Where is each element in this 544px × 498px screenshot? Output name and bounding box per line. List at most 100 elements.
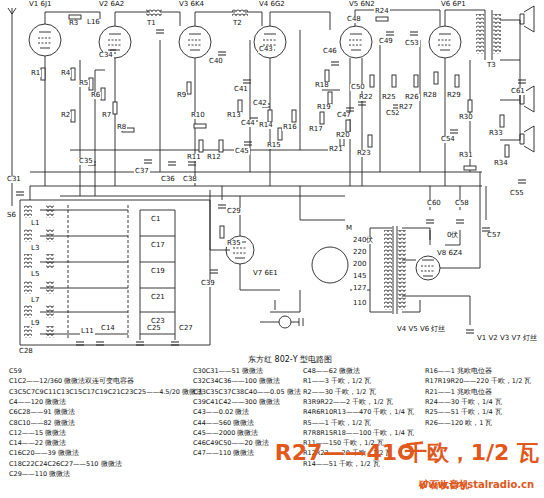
watermark: www.crystalradio.cn — [418, 480, 535, 491]
parts-list-line: C39C41C42——300 微微法 — [192, 399, 281, 406]
component-label: C55 — [509, 190, 525, 197]
component-label: C1 — [150, 216, 161, 223]
component-label: C35 — [78, 158, 94, 165]
resistor-symbol — [414, 75, 418, 87]
component-label: R30 — [458, 114, 474, 121]
capacitor-symbol — [210, 270, 218, 273]
parts-list-line: R4R6R10R13——470 千欧，1/4 瓦 — [302, 409, 415, 416]
capacitor-symbol — [156, 30, 164, 33]
component-label: L11 — [80, 328, 95, 335]
tube-label: V4 6G2 — [258, 1, 286, 8]
resistor-symbol — [268, 110, 272, 122]
tube-label: V3 6K4 — [178, 1, 205, 8]
component-label: L9 — [30, 320, 40, 327]
component-label: 110 — [352, 300, 367, 307]
resistor-symbol — [292, 110, 296, 122]
capacitor-symbol — [144, 160, 152, 163]
component-label: R28 — [422, 92, 438, 99]
resistor-symbol — [320, 112, 324, 124]
component-label: C60 — [426, 200, 442, 207]
capacitor-symbol — [386, 32, 394, 35]
component-label: C53 — [404, 40, 420, 47]
parts-list-line: C47——110 微微法 — [192, 450, 255, 457]
resistor-symbol — [71, 68, 75, 80]
component-label: C39 — [200, 280, 216, 287]
diagram-title: 东方红 802-Y 型电路图 — [247, 356, 333, 364]
capacitor-symbol — [16, 192, 24, 195]
component-label: R24 — [374, 8, 390, 15]
parts-list-line: R2——30 千欧，1/2 瓦 — [302, 389, 377, 396]
resistor-symbol — [199, 140, 203, 152]
parts-list-line: R16——1 兆欧电位器 — [424, 368, 493, 375]
parts-list-line: R26——120 欧，1 瓦 — [424, 420, 493, 427]
capacitor-symbol — [331, 62, 339, 65]
parts-list-line: C29——110 微微法 — [8, 471, 71, 478]
component-label: R20 — [335, 132, 351, 139]
speakers — [520, 6, 534, 152]
resistor-symbol — [368, 135, 372, 147]
parts-list-line: R25——51 千欧，1/4 瓦 — [424, 409, 503, 416]
resistor-symbol — [113, 102, 117, 114]
component-label: R13 — [226, 112, 242, 119]
component-label: C27 — [178, 325, 194, 332]
component-label: 145 — [352, 273, 367, 280]
component-label: C37 — [134, 168, 150, 175]
watermark: R27——41 千欧，1/2 瓦 — [274, 441, 540, 464]
component-label: C21 — [150, 294, 166, 301]
component-label: C19 — [150, 268, 166, 275]
capacitor-symbol — [346, 108, 354, 111]
component-label: R23 — [356, 150, 372, 157]
tube-label: V6 6P1 — [440, 1, 467, 8]
component-label: R33 — [488, 130, 504, 137]
parts-list-line: C4——120 微微法 — [8, 399, 67, 406]
wires — [8, 8, 520, 345]
capacitor-symbol — [244, 142, 252, 145]
component-label: R11 — [186, 154, 202, 161]
parts-list-line: C6C28——91 微微法 — [8, 409, 76, 416]
component-label: C36 — [160, 176, 176, 183]
resistor-symbol — [464, 166, 476, 170]
component-label: R12 — [206, 154, 222, 161]
capacitor-symbol — [96, 342, 104, 345]
resistor-symbol — [434, 72, 438, 84]
parts-list-line: R24——30 千欧，1/4 瓦 — [424, 399, 503, 406]
component-label: R19 — [316, 104, 332, 111]
parts-list-line: R17R19R20——220 千欧，1/2 瓦 — [424, 378, 532, 385]
component-label: R27 — [398, 104, 414, 111]
parts-list-line: C44——560 微微法 — [192, 420, 255, 427]
component-label: R9 — [176, 92, 187, 99]
resistor-symbol — [71, 110, 75, 122]
tube-symbol — [416, 256, 440, 280]
parts-list-line: C16C20——39 微微法 — [8, 450, 80, 457]
parts-list-line: C59 — [8, 368, 23, 375]
resistor-symbol — [468, 100, 472, 112]
component-label: C17 — [150, 242, 166, 249]
parts-list-line: C14——22 微微法 — [8, 440, 67, 447]
component-label: R18 — [314, 82, 330, 89]
component-label: S6 — [6, 212, 17, 219]
tube-symbol — [429, 26, 461, 58]
component-label: R29 — [446, 92, 462, 99]
component-label: C50 — [350, 84, 366, 91]
component-label: R21 — [328, 146, 344, 153]
resistor-symbol — [187, 82, 191, 94]
tube-label: V5 6N2 — [348, 1, 376, 8]
capacitor-symbol — [482, 228, 490, 231]
capacitor-symbol — [218, 205, 226, 208]
resistor-symbol — [346, 120, 350, 132]
parts-list-line: C8C10——82 微微法 — [8, 420, 76, 427]
component-label: C44 — [240, 120, 256, 127]
tube-label: V2 6A2 — [98, 1, 125, 8]
tube-symbol — [179, 26, 211, 58]
component-label: C45 — [234, 148, 250, 155]
component-label: C14 — [100, 325, 116, 332]
component-label: R17 — [308, 126, 324, 133]
parts-list-line: C45——2000 微微法 — [192, 430, 259, 437]
resistor-symbol — [370, 75, 374, 87]
parts-list-line: C30C31——51 微微法 — [192, 368, 264, 375]
component-label: C34 — [98, 52, 114, 59]
component-label: 220 — [352, 249, 367, 256]
capacitor-symbol — [450, 130, 458, 133]
component-label: L7 — [30, 297, 40, 304]
component-label: R4 — [60, 70, 71, 77]
